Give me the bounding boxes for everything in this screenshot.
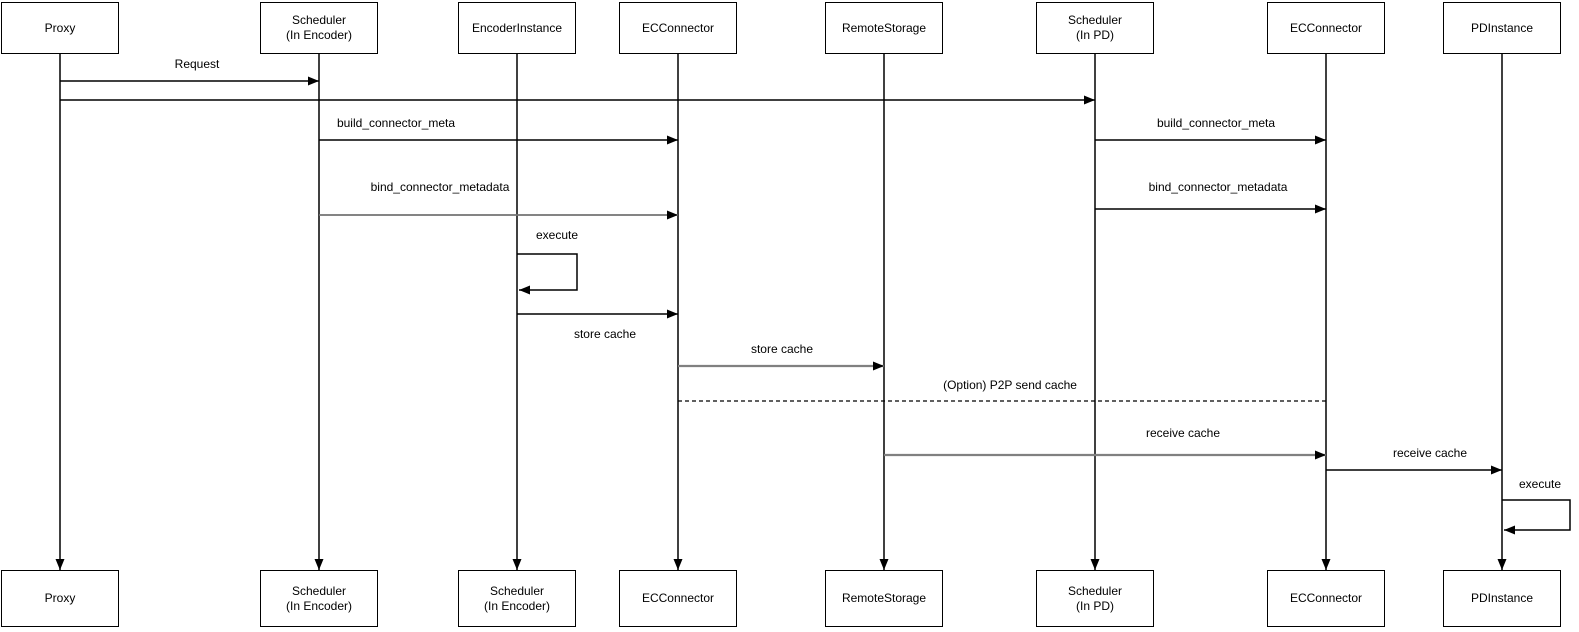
- participant-top-scheduler-pd: Scheduler (In PD): [1036, 2, 1154, 54]
- participant-top-pd-instance: PDInstance: [1443, 2, 1561, 54]
- message-label-request: Request: [174, 57, 220, 71]
- participant-bottom-ec-connector-1: ECConnector: [619, 570, 737, 627]
- participant-bottom-encoder-instance: Scheduler (In Encoder): [458, 570, 576, 627]
- participant-top-proxy: Proxy: [1, 2, 119, 54]
- participant-top-encoder-instance: EncoderInstance: [458, 2, 576, 54]
- message-label-execute-pd: execute: [1518, 477, 1562, 491]
- participant-bottom-ec-connector-2: ECConnector: [1267, 570, 1385, 627]
- participant-label: Scheduler (In Encoder): [285, 13, 353, 42]
- participant-label: ECConnector: [641, 20, 715, 35]
- message-label-build-connector-meta-right: build_connector_meta: [1156, 116, 1276, 130]
- participant-top-ec-connector-2: ECConnector: [1267, 2, 1385, 54]
- participant-label: ECConnector: [1289, 20, 1363, 35]
- participant-top-scheduler-encoder: Scheduler (In Encoder): [260, 2, 378, 54]
- participant-top-remote-storage: RemoteStorage: [825, 2, 943, 54]
- message-label-receive-cache-2: receive cache: [1392, 446, 1468, 460]
- self-loop-execute-pd: [1502, 499, 1571, 535]
- participant-bottom-scheduler-encoder: Scheduler (In Encoder): [260, 570, 378, 627]
- message-label-bind-connector-metadata-right: bind_connector_metadata: [1148, 180, 1288, 194]
- participant-bottom-proxy: Proxy: [1, 570, 119, 627]
- participant-label: PDInstance: [1470, 591, 1534, 605]
- participant-label: Scheduler (In Encoder): [483, 583, 551, 613]
- participant-label: EncoderInstance: [471, 20, 563, 35]
- participant-bottom-scheduler-pd: Scheduler (In PD): [1036, 570, 1154, 627]
- participant-label: Scheduler (In Encoder): [285, 583, 353, 613]
- participant-label: Scheduler (In PD): [1067, 583, 1123, 613]
- self-loop-execute-encoder: [517, 253, 578, 295]
- participant-label: Proxy: [44, 20, 76, 35]
- participant-label: RemoteStorage: [841, 591, 927, 605]
- participant-label: ECConnector: [1289, 591, 1363, 605]
- message-label-execute-encoder: execute: [535, 228, 579, 242]
- participant-bottom-remote-storage: RemoteStorage: [825, 570, 943, 627]
- participant-label: ECConnector: [641, 591, 715, 605]
- participant-label: Scheduler (In PD): [1067, 13, 1123, 42]
- participant-top-ec-connector-1: ECConnector: [619, 2, 737, 54]
- participant-label: PDInstance: [1470, 20, 1534, 35]
- message-label-receive-cache-1: receive cache: [1145, 426, 1221, 440]
- message-label-store-cache-1: store cache: [573, 327, 637, 341]
- message-label-p2p-send-cache: (Option) P2P send cache: [943, 378, 1077, 392]
- participant-label: Proxy: [44, 591, 76, 605]
- participant-bottom-pd-instance: PDInstance: [1443, 570, 1561, 627]
- participant-label: RemoteStorage: [841, 20, 927, 35]
- message-label-bind-connector-metadata-left: bind_connector_metadata: [370, 180, 510, 194]
- message-label-store-cache-2: store cache: [750, 342, 814, 356]
- message-label-build-connector-meta-left: build_connector_meta: [336, 116, 456, 130]
